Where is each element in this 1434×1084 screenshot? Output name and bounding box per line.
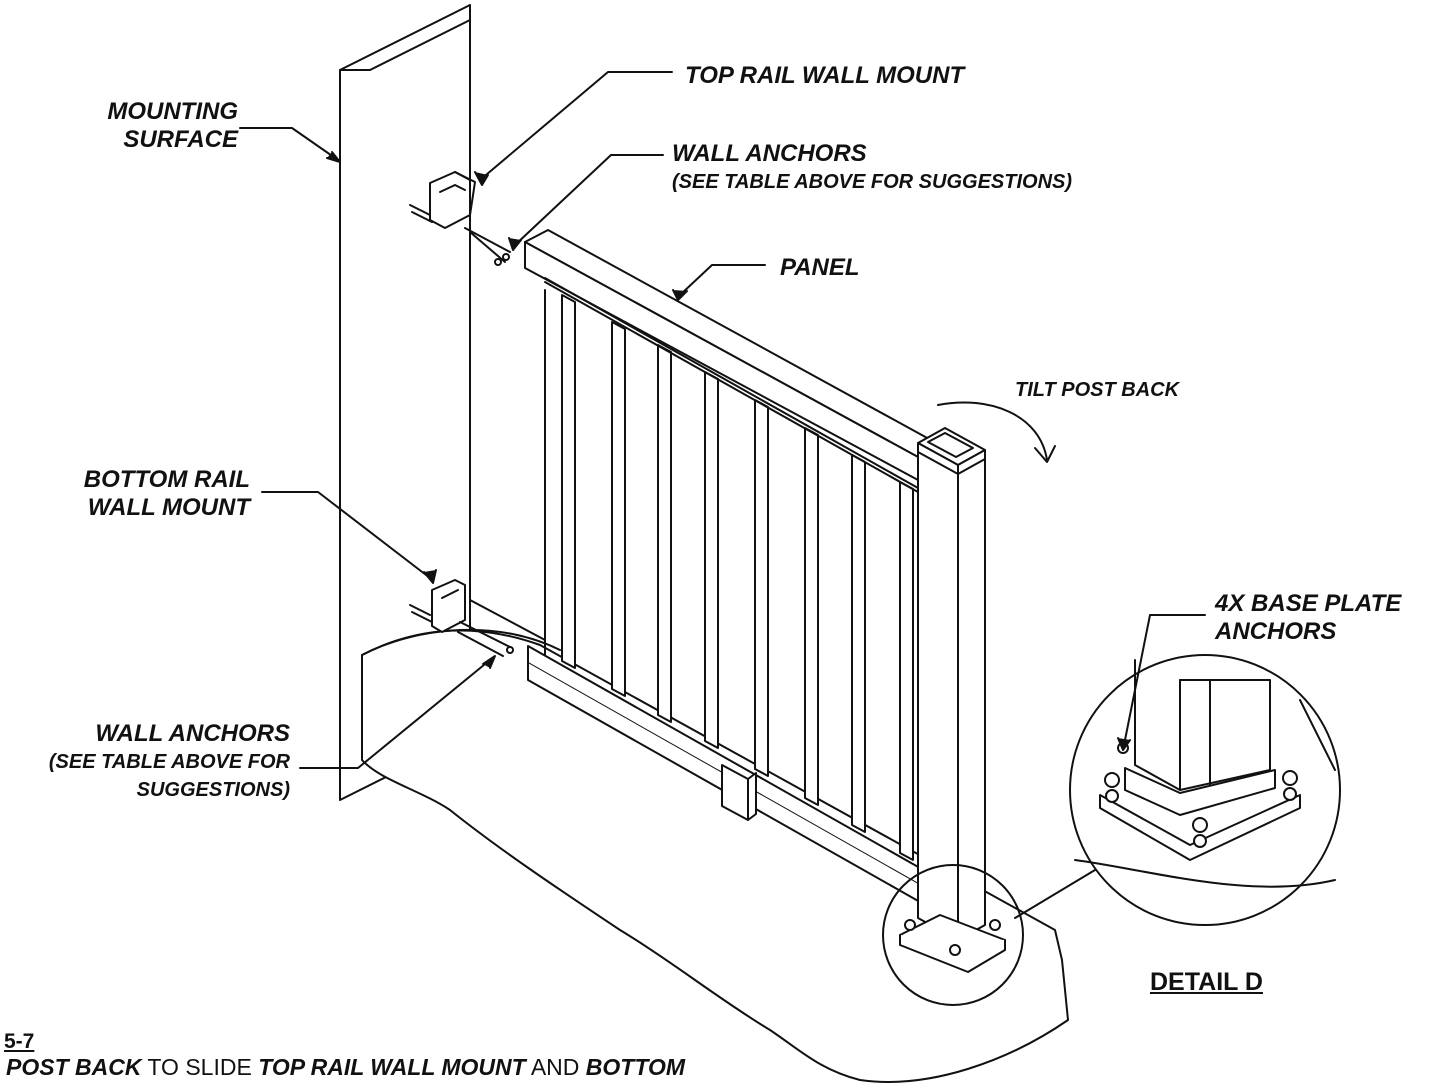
panel-top-rail <box>524 229 941 493</box>
leader-lines <box>239 71 1206 769</box>
step-text-post-back: POST BACK <box>6 1054 142 1080</box>
bottom-rail-wall-mount-label-line2: WALL MOUNT <box>87 494 250 521</box>
step-text-top-rail-wall-mount: TOP RAIL WALL MOUNT <box>258 1054 526 1080</box>
mounting-surface-label-line1: MOUNTING <box>107 98 238 125</box>
wall-anchors-bottom-label: WALL ANCHORS (SEE TABLE ABOVE FOR SUGGES… <box>0 720 290 804</box>
top-rail-wall-mount-label: TOP RAIL WALL MOUNT <box>685 62 965 89</box>
base-plate-anchors-label: 4X BASE PLATE ANCHORS <box>1215 590 1401 646</box>
bottom-rail-wall-mount <box>431 579 466 633</box>
base-plate-anchors-label-line1: 4X BASE PLATE <box>1215 590 1402 617</box>
panel-balusters <box>544 289 914 861</box>
detail-d-magnified-view <box>1069 654 1341 926</box>
step-text-and: AND <box>525 1054 586 1080</box>
wall-anchors-bottom-screws <box>409 599 546 657</box>
wall-anchors-top-screws <box>409 204 511 266</box>
wall-anchors-bottom-label-line2: (SEE TABLE ABOVE FOR <box>48 751 290 773</box>
step-instruction: POST BACK TO SLIDE TOP RAIL WALL MOUNT A… <box>6 1054 685 1081</box>
panel-label: PANEL <box>780 254 860 281</box>
wall-anchors-top-label: WALL ANCHORS (SEE TABLE ABOVE FOR SUGGES… <box>672 140 1072 196</box>
wall-anchors-bottom-label-line3: SUGGESTIONS) <box>136 779 290 801</box>
bottom-rail-wall-mount-label-line1: BOTTOM RAIL <box>83 466 250 493</box>
mounting-surface-label: MOUNTING SURFACE <box>60 98 238 154</box>
post-base-plate <box>899 914 1006 973</box>
wall-anchors-top-label-line2: (SEE TABLE ABOVE FOR SUGGESTIONS) <box>672 171 1073 193</box>
detail-d-reference-circle <box>882 864 1024 1006</box>
tilt-post-back-label: TILT POST BACK <box>1015 379 1180 401</box>
mounting-surface-label-line2: SURFACE <box>123 126 238 153</box>
step-number: 5-7 <box>4 1030 35 1053</box>
base-plate-anchors-label-line2: ANCHORS <box>1215 618 1337 645</box>
wall-anchors-top-label-line1: WALL ANCHORS <box>672 140 867 167</box>
step-text-bottom: BOTTOM <box>585 1054 686 1080</box>
wall-anchors-bottom-label-line1: WALL ANCHORS <box>95 720 290 747</box>
detail-d-title: DETAIL D <box>1150 968 1263 996</box>
tilt-post-back-arrow <box>937 401 1056 463</box>
railing-post <box>917 427 986 941</box>
panel-support-block <box>721 764 757 821</box>
bottom-rail-wall-mount-label: BOTTOM RAIL WALL MOUNT <box>60 466 250 522</box>
step-text-to-slide: TO SLIDE <box>141 1054 259 1080</box>
